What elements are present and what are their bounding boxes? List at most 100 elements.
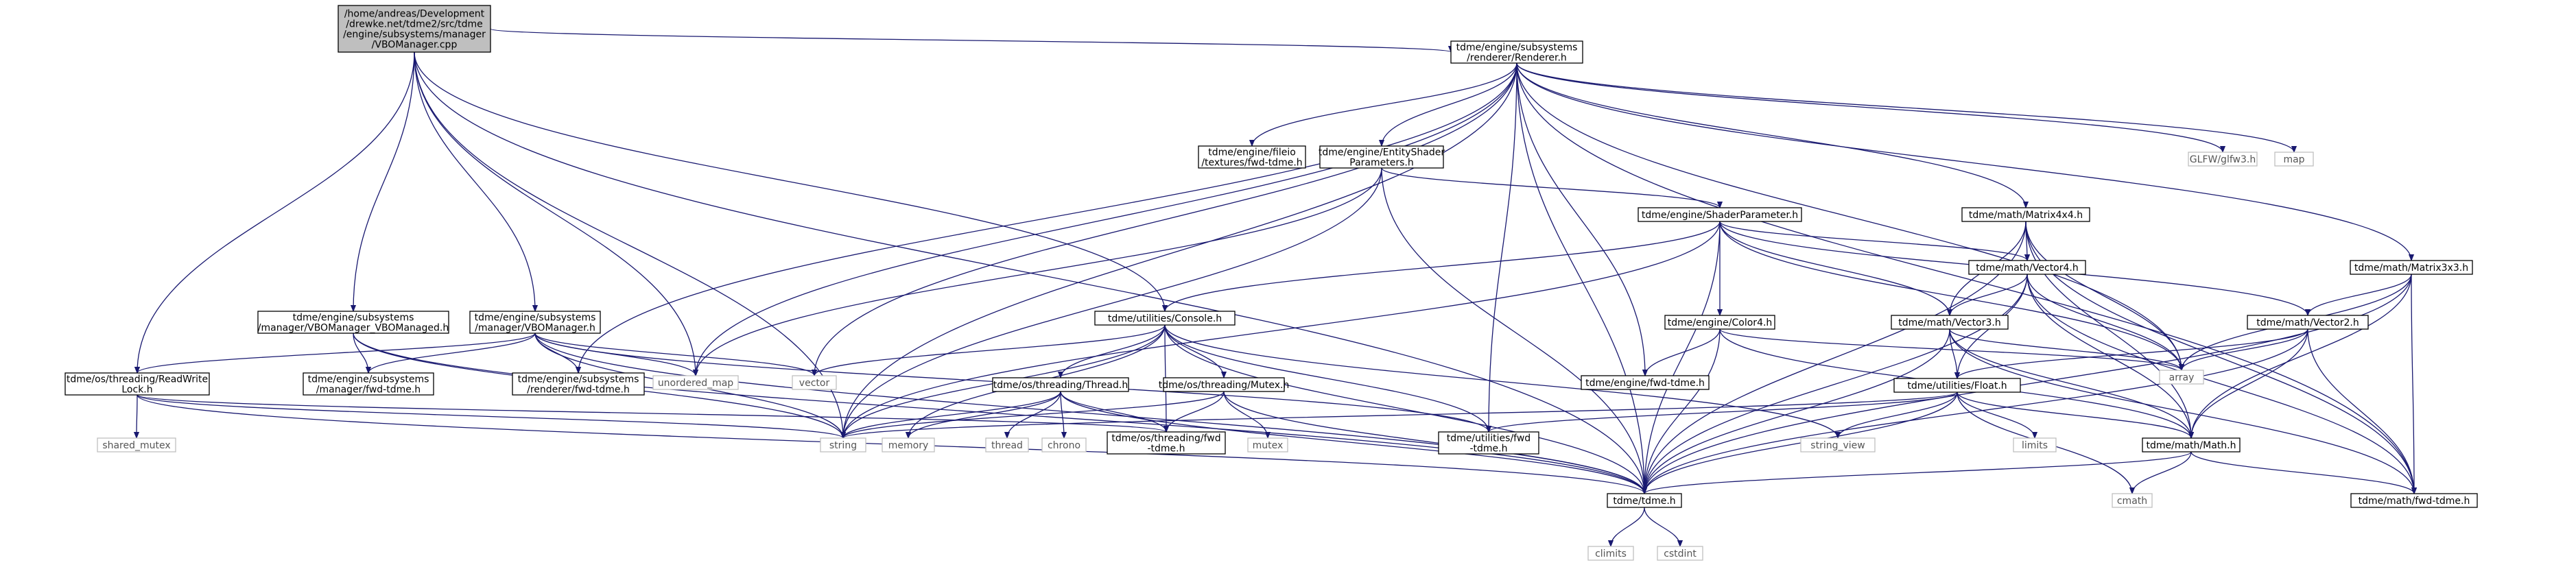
dependency-edge-vector2-to-tdme_h	[1644, 328, 2308, 494]
node-box	[1581, 375, 1710, 390]
dependency-edge-matrix3x3-to-tdme_h	[1644, 274, 2412, 494]
dependency-edge-matrix4x4-to-math_h	[2025, 221, 2191, 438]
edge-path	[1166, 391, 1225, 433]
dependency-edge-renderer-to-map	[1516, 62, 2294, 153]
edge-path	[2307, 328, 2414, 494]
header-node-fileio_fwd[interactable]: tdme/engine/fileio/textures/fwd-tdme.h	[1198, 145, 1306, 169]
node-label-line: memory	[888, 440, 929, 451]
edge-path	[1223, 391, 1644, 494]
node-label-line: mutex	[1253, 440, 1284, 451]
header-node-vector2[interactable]: tdme/math/Vector2.h	[2247, 315, 2369, 330]
header-node-float[interactable]: tdme/utilities/Float.h	[1893, 378, 2021, 393]
node-label-line: tdme/tdme.h	[1613, 496, 1675, 507]
dependency-edge-vbomanaged-to-tdme_h	[353, 333, 1644, 494]
header-node-renderer_fwd[interactable]: tdme/engine/subsystems/renderer/fwd-tdme…	[512, 372, 645, 396]
edge-path	[2026, 274, 2182, 370]
dependency-edge-shaderparam-to-vector3	[1719, 221, 1950, 315]
edge-path	[1516, 62, 2411, 261]
edge-path	[1061, 324, 1166, 378]
node-label-line: Parameters.h	[1349, 158, 1413, 169]
header-node-threading_fwd[interactable]: tdme/os/threading/fwd-tdme.h	[1107, 431, 1226, 455]
node-label-line: cmath	[2117, 496, 2147, 507]
dependency-edge-console-to-string_view	[1164, 324, 1838, 438]
header-node-thread_h[interactable]: tdme/os/threading/Thread.h	[992, 377, 1129, 392]
dependency-edge-entityshader-to-unordered_map	[696, 167, 1382, 376]
dependency-edge-renderer-to-array	[1516, 62, 2182, 370]
dependency-edge-renderer-to-math_fwd	[1516, 62, 2414, 494]
header-node-vbomanaged[interactable]: tdme/engine/subsystems/manager/VBOManage…	[257, 311, 449, 334]
node-label-line: Lock.h	[121, 385, 152, 396]
dependency-edge-vbomanager-to-manager_fwd	[368, 333, 536, 374]
dependency-edge-vector2-to-array	[2182, 328, 2308, 371]
edge-path	[1644, 328, 2308, 494]
header-node-mutex: mutex	[1247, 437, 1288, 453]
header-node-math_h[interactable]: tdme/math/Math.h	[2142, 437, 2241, 453]
edge-path	[843, 62, 1517, 438]
node-label-line: /drewke.net/tdme2/src/tdme	[346, 19, 483, 30]
node-box	[1657, 546, 1703, 561]
edge-path	[1164, 324, 1644, 494]
dependency-edge-float-to-math_h	[1957, 391, 2191, 439]
node-box	[1891, 315, 2009, 330]
dependency-edge-vector3-to-float	[1949, 328, 1957, 378]
dependency-edge-root-to-vbomanaged	[353, 51, 415, 311]
node-label-line: tdme/engine/Color4.h	[1668, 317, 1773, 328]
header-node-mutex_h[interactable]: tdme/os/threading/Mutex.h	[1159, 377, 1290, 392]
edge-path	[1949, 328, 2182, 371]
header-node-cstdint: cstdint	[1657, 546, 1703, 561]
edge-path	[1950, 274, 2028, 316]
node-box	[469, 311, 601, 334]
dependency-edge-float-to-utilities_fwd	[1489, 391, 1958, 433]
node-box	[2159, 370, 2204, 385]
header-node-vector3[interactable]: tdme/math/Vector3.h	[1891, 315, 2009, 330]
node-box	[2247, 315, 2369, 330]
node-box	[882, 437, 935, 453]
header-node-tdme_h[interactable]: tdme/tdme.h	[1607, 493, 1682, 508]
edge-path	[2411, 274, 2414, 494]
header-node-vbomanager[interactable]: tdme/engine/subsystems/manager/VBOManage…	[469, 311, 601, 334]
header-node-console[interactable]: tdme/utilities/Console.h	[1094, 311, 1236, 326]
header-node-utilities_fwd[interactable]: tdme/utilities/fwd-tdme.h	[1438, 431, 1539, 455]
edge-path	[1719, 221, 1950, 315]
header-node-color4[interactable]: tdme/engine/Color4.h	[1664, 315, 1775, 330]
dependency-edge-vector4-to-tdme_h	[1644, 274, 2028, 494]
edge-path	[1645, 328, 1721, 376]
edge-path	[1957, 391, 2035, 439]
node-label-line: tdme/os/threading/Mutex.h	[1159, 380, 1290, 391]
edge-path	[908, 391, 1061, 439]
dependency-edge-vector4-to-vector3	[1950, 274, 2028, 316]
header-node-chrono: chrono	[1041, 437, 1087, 453]
header-node-shaderparam[interactable]: tdme/engine/ShaderParameter.h	[1638, 207, 1802, 222]
node-box	[1247, 437, 1288, 453]
header-node-vector4[interactable]: tdme/math/Vector4.h	[1968, 260, 2086, 275]
node-label-line: chrono	[1048, 440, 1080, 451]
header-node-matrix3x3[interactable]: tdme/math/Matrix3x3.h	[2350, 260, 2473, 275]
dependency-edge-console-to-vector	[814, 324, 1166, 376]
node-label-line: tdme/math/Matrix4x4.h	[1969, 210, 2083, 221]
node-label-line: GLFW/glfw3.h	[2190, 154, 2256, 165]
header-node-engine_fwd[interactable]: tdme/engine/fwd-tdme.h	[1581, 375, 1710, 390]
node-label-line: tdme/math/Vector3.h	[1898, 317, 2000, 328]
edge-path	[1060, 391, 1064, 438]
dependency-edge-renderer-to-glfw	[1516, 62, 2223, 153]
edge-path	[1644, 274, 2028, 494]
header-node-manager_fwd[interactable]: tdme/engine/subsystems/manager/fwd-tdme.…	[303, 372, 434, 396]
node-label-line: tdme/utilities/fwd	[1447, 433, 1531, 444]
node-label-line: unordered_map	[658, 378, 733, 389]
node-label-line: tdme/math/Math.h	[2147, 440, 2236, 451]
node-box	[512, 372, 645, 396]
header-node-renderer[interactable]: tdme/engine/subsystems/renderer/Renderer…	[1450, 40, 1583, 64]
header-node-math_fwd[interactable]: tdme/math/fwd-tdme.h	[2350, 493, 2478, 508]
dependency-edge-renderer-to-renderer_fwd	[578, 62, 1517, 373]
edge-path	[843, 167, 1382, 438]
header-node-matrix4x4[interactable]: tdme/math/Matrix4x4.h	[1961, 207, 2090, 222]
dependency-edge-matrix3x3-to-math_fwd	[2411, 274, 2414, 494]
node-box	[1198, 145, 1306, 169]
node-label-line: tdme/os/threading/fwd	[1111, 433, 1220, 444]
dependency-edge-root-to-string	[414, 51, 843, 438]
edge-path	[843, 221, 1721, 438]
edge-path	[2025, 221, 2182, 370]
edge-path	[1644, 507, 1680, 547]
